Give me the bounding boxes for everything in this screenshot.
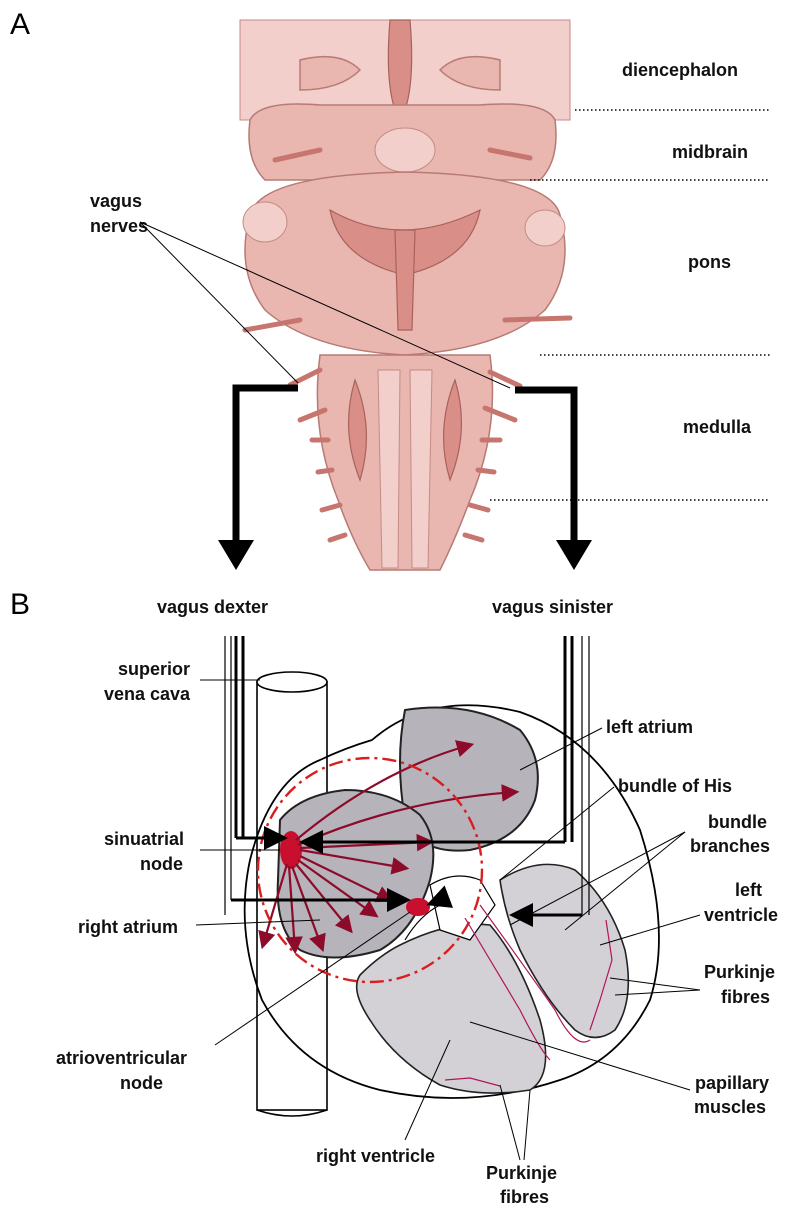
sinuatrial-node-label-line2: node xyxy=(140,854,183,874)
bundle-branches-label-line1: bundle xyxy=(708,812,767,832)
atrioventricular-node xyxy=(406,898,430,916)
papillary-muscles-label-line2: muscles xyxy=(694,1097,766,1117)
atrioventricular-node-label-line2: node xyxy=(120,1073,163,1093)
medulla-label: medulla xyxy=(683,417,752,437)
purkinje-bottom-label-line1: Purkinje xyxy=(486,1163,557,1183)
brainstem-illustration xyxy=(240,20,570,570)
purkinje-bottom-label-line2: fibres xyxy=(500,1187,549,1207)
vagus-sinister-label: vagus sinister xyxy=(492,597,613,617)
midbrain-label: midbrain xyxy=(672,142,748,162)
right-ventricle-chamber xyxy=(357,924,546,1093)
sinuatrial-node-label-line1: sinuatrial xyxy=(104,829,184,849)
superior-vena-cava-label-line2: vena cava xyxy=(104,684,191,704)
diencephalon-label: diencephalon xyxy=(622,60,738,80)
bundle-of-his-label: bundle of His xyxy=(618,776,732,796)
purkinje-right-label-line1: Purkinje xyxy=(704,962,775,982)
right-atrium-label: right atrium xyxy=(78,917,178,937)
left-atrium-label: left atrium xyxy=(606,717,693,737)
bundle-branches-label-line2: branches xyxy=(690,836,770,856)
vagus-nerves-label-line1: vagus xyxy=(90,191,142,211)
panel-b-letter: B xyxy=(10,588,30,621)
pons-label: pons xyxy=(688,252,731,272)
vagus-nerves-label-line2: nerves xyxy=(90,216,148,236)
left-ventricle-label-line2: ventricle xyxy=(704,905,778,925)
vagus-dexter-label: vagus dexter xyxy=(157,597,268,617)
papillary-muscles-label-line1: papillary xyxy=(695,1073,769,1093)
panel-a-letter: A xyxy=(10,8,30,41)
purkinje-right-label-line2: fibres xyxy=(721,987,770,1007)
atrioventricular-node-label-line1: atrioventricular xyxy=(56,1048,187,1068)
right-ventricle-label: right ventricle xyxy=(316,1146,435,1166)
superior-vena-cava-label-line1: superior xyxy=(118,659,190,679)
left-ventricle-label-line1: left xyxy=(735,880,762,900)
